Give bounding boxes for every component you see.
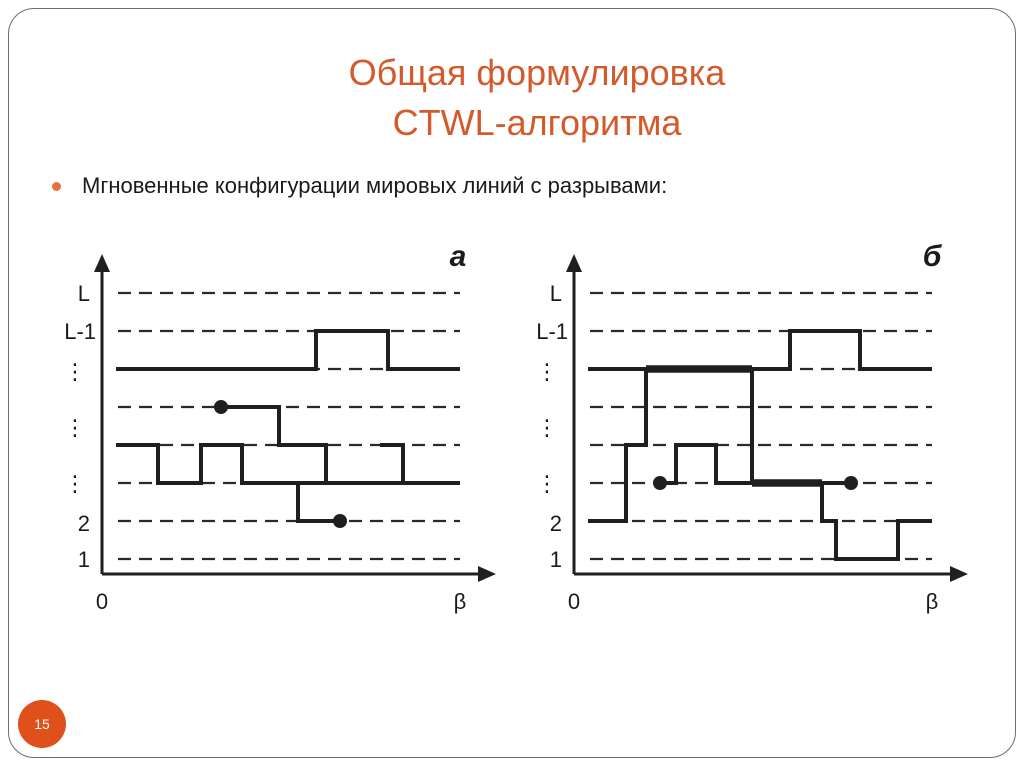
panel-a-worldline-top (116, 329, 460, 371)
panel-a-worldline-broken (221, 405, 340, 523)
panel-b-y-label: 2 (550, 511, 562, 536)
panel-a-break-end-dot (333, 514, 347, 528)
panel-a-y-labels: L L-1 ⋮ ⋮ ⋮ 2 1 (64, 281, 96, 572)
panel-a-x-axis-label: β (454, 589, 467, 614)
panel-b-origin-label: 0 (568, 589, 580, 614)
panel-b-label: б (923, 240, 943, 273)
panel-b-y-label: ⋮ (536, 415, 558, 440)
panel-a-worldlines (116, 329, 460, 523)
panel-a-break-start-dot (214, 400, 228, 414)
panel-b-y-label: L-1 (536, 319, 568, 344)
panel-a-y-label: ⋮ (64, 415, 86, 440)
panel-b-worldline-top (588, 329, 932, 371)
panel-b-y-labels: L L-1 ⋮ ⋮ ⋮ 2 1 (536, 281, 568, 572)
panel-a-y-label: ⋮ (64, 471, 86, 496)
panel-b-break-start-dot (653, 476, 667, 490)
panel-a-y-label: ⋮ (64, 359, 86, 384)
panel-a-axes (94, 254, 496, 582)
worldline-diagram: L L-1 ⋮ ⋮ ⋮ 2 1 0 β а (64, 240, 968, 614)
bullet-dot-icon (52, 182, 61, 191)
panel-b-break-end-dot (844, 476, 858, 490)
panel-a-worldline-middle (116, 443, 460, 485)
panel-b-x-arrow-icon (950, 566, 968, 582)
panel-b-y-label: 1 (550, 547, 562, 572)
panel-a-y-label: L (78, 281, 90, 306)
slide-frame (8, 8, 1016, 758)
slide-title: Общая формулировка CTWL-алгоритма (0, 48, 1024, 148)
panel-a-x-arrow-icon (478, 566, 496, 582)
panel-b-axes (566, 254, 968, 582)
panel-b-y-arrow-icon (566, 254, 582, 272)
panel-b-y-label: L (550, 281, 562, 306)
panel-a-y-label: 2 (78, 511, 90, 536)
bullet-text: Мгновенные конфигурации мировых линий с … (82, 173, 668, 198)
panel-b-gridlines (590, 291, 932, 561)
title-line-1: Общая формулировка (348, 52, 726, 93)
panel-b-worldline-bottom (588, 367, 932, 561)
panel-a-y-label: L-1 (64, 319, 96, 344)
panel-b-y-label: ⋮ (536, 359, 558, 384)
panel-b: L L-1 ⋮ ⋮ ⋮ 2 1 0 β б (536, 240, 968, 614)
panel-b-worldline-broken (660, 443, 752, 485)
panel-b-y-label: ⋮ (536, 471, 558, 496)
panel-a-y-label: 1 (78, 547, 90, 572)
panel-b-x-axis-label: β (926, 589, 939, 614)
title-line-2: CTWL-алгоритма (392, 102, 682, 143)
panel-a-origin-label: 0 (96, 589, 108, 614)
panel-a-y-arrow-icon (94, 254, 110, 272)
panel-a-gridlines (118, 291, 460, 561)
panel-a: L L-1 ⋮ ⋮ ⋮ 2 1 0 β а (64, 240, 496, 614)
panel-a-label: а (450, 240, 467, 273)
panel-a-worldline-lower (380, 443, 405, 483)
page-number-badge: 15 (18, 700, 66, 748)
panel-b-overlap-segments (646, 365, 822, 487)
